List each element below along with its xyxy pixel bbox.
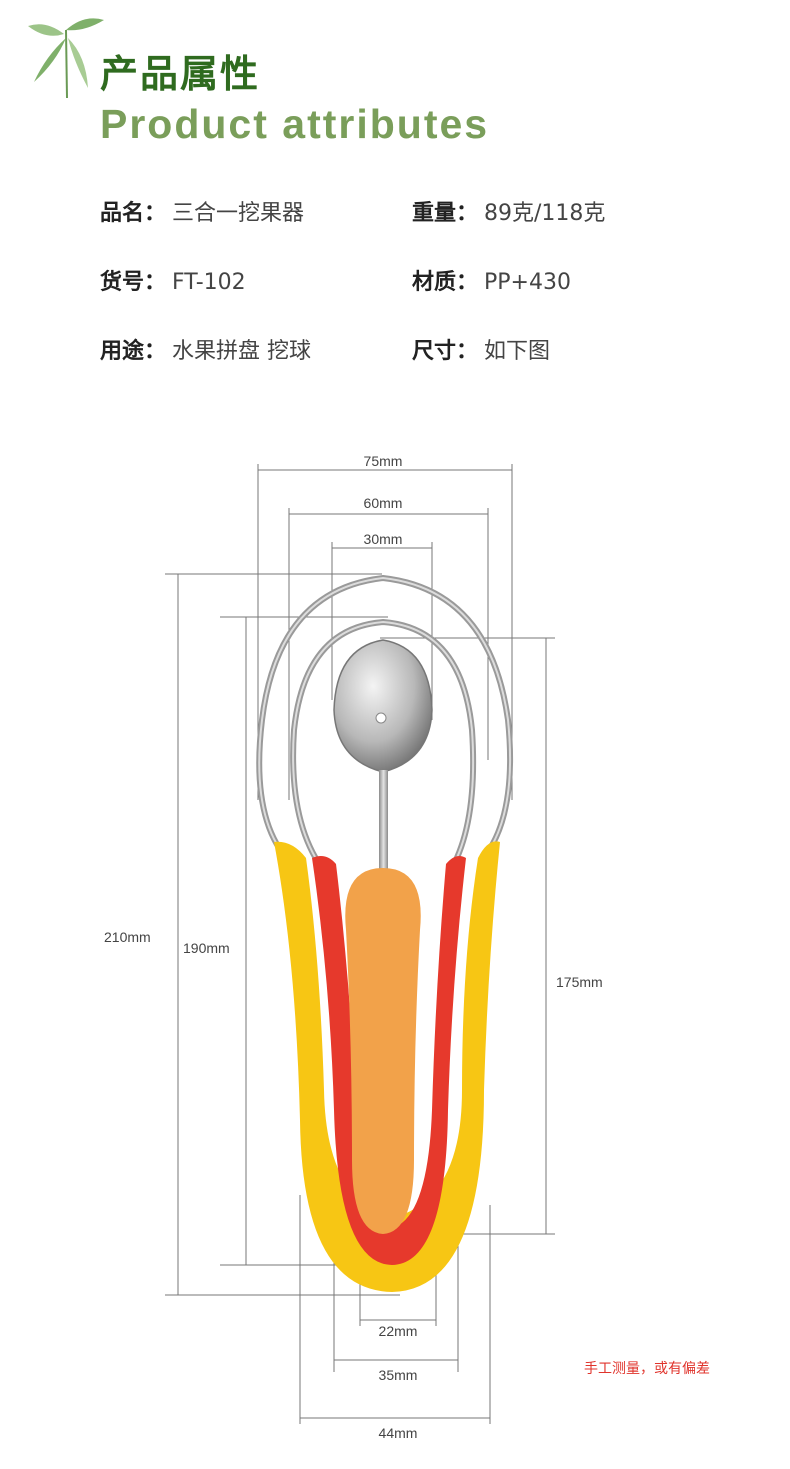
dim-bottom-22: 22mm — [379, 1323, 418, 1339]
scoop-head — [333, 639, 433, 773]
dim-bottom-35: 35mm — [379, 1367, 418, 1383]
scoop-shaft — [379, 770, 388, 870]
yellow-outer-handle — [274, 841, 500, 1292]
product-dimension-diagram: 75mm 60mm 30mm 210mm 190mm 175mm 22mm 35… — [104, 453, 603, 1441]
outer-steel-loop-shine — [258, 576, 512, 863]
attr-usage: 用途：水果拼盘 挖球 — [100, 338, 311, 366]
attr-weight: 重量：89克/118克 — [412, 200, 605, 228]
page-title: 产品属性 — [100, 52, 261, 96]
bamboo-leaf-icon — [28, 18, 104, 99]
measurement-note: 手工测量，或有偏差 — [584, 1361, 710, 1377]
attr-name: 品名：三合一挖果器 — [100, 200, 304, 228]
attr-name-key: 品名： — [100, 201, 167, 226]
attr-name-value: 三合一挖果器 — [172, 201, 305, 226]
attr-usage-value: 水果拼盘 挖球 — [172, 339, 312, 364]
scoop-hole — [375, 712, 387, 724]
orange-core-handle — [345, 868, 421, 1234]
red-middle-handle — [312, 856, 466, 1265]
attr-item-number: 货号：FT-102 — [100, 269, 246, 297]
dim-top-75: 75mm — [364, 453, 403, 469]
dim-height-210: 210mm — [104, 929, 151, 945]
attr-usage-key: 用途： — [100, 339, 167, 364]
attr-weight-value: 89克/118克 — [484, 201, 606, 226]
attr-material-key: 材质： — [412, 270, 479, 295]
attr-weight-key: 重量： — [412, 201, 479, 226]
page-subtitle: Product attributes — [100, 101, 490, 147]
attr-material-value: PP+430 — [484, 270, 571, 295]
dim-height-190: 190mm — [183, 940, 230, 956]
attr-item-number-key: 货号： — [100, 270, 167, 295]
attr-item-number-value: FT-102 — [172, 270, 246, 295]
dim-top-60: 60mm — [364, 495, 403, 511]
attr-size-key: 尺寸： — [412, 339, 479, 364]
attr-size-value: 如下图 — [484, 339, 551, 364]
inner-steel-loop-shine — [292, 620, 475, 869]
attr-size: 尺寸：如下图 — [412, 338, 550, 366]
attr-material: 材质：PP+430 — [412, 269, 571, 297]
dim-top-30: 30mm — [364, 531, 403, 547]
dim-height-175: 175mm — [556, 974, 603, 990]
dim-bottom-44: 44mm — [379, 1425, 418, 1441]
